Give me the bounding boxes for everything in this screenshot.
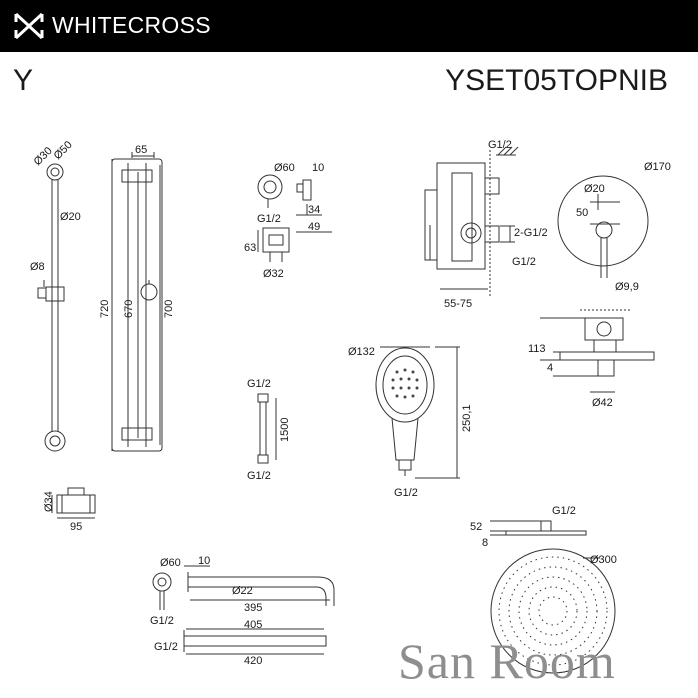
dim-hand-g12: G1/2 (394, 487, 418, 499)
wall-outlet (257, 174, 332, 262)
shower-arm (152, 565, 335, 610)
nozzle-pattern (391, 368, 419, 399)
overhead-top (490, 548, 616, 674)
dim-outlet-63: 63 (244, 242, 256, 254)
dim-rail-670: 670 (123, 300, 135, 318)
dim-outlet-d60: Ø60 (274, 162, 295, 174)
dim-arm-d22: Ø22 (232, 585, 253, 597)
dim-head-52: 52 (470, 521, 482, 533)
brand-name: WHITECROSS (52, 12, 211, 38)
holder (51, 487, 96, 519)
dim-rail-width: 65 (135, 144, 147, 156)
dim-plate-d99: Ø9,9 (615, 281, 639, 293)
watermark: San Room (398, 633, 616, 689)
flange-side (540, 309, 655, 393)
series-letter: Y (13, 64, 34, 97)
dim-holder-d34: Ø34 (43, 491, 55, 512)
dim-valve-2g12: 2-G1/2 (514, 227, 548, 239)
dim-outlet-34: 34 (308, 204, 320, 216)
dim-plate-d20: Ø20 (584, 183, 605, 195)
dim-arm-10: 10 (198, 555, 210, 567)
dim-valve-55-75: 55-75 (444, 298, 472, 310)
dim-head-8: 8 (482, 537, 488, 549)
dim-head-g12: G1/2 (552, 505, 576, 517)
cross-x-logo-icon (14, 12, 44, 40)
dim-plate-d170: Ø170 (644, 161, 671, 173)
dim-arm2-g12: G1/2 (154, 641, 178, 653)
model-code: YSET05TOPNIB (445, 64, 668, 97)
header-bar: WHITECROSS (0, 0, 698, 52)
dim-flange-4: 4 (547, 362, 553, 374)
dim-rail-720: 720 (99, 300, 111, 318)
dim-holder-95: 95 (70, 521, 82, 533)
slide-rail-side (37, 163, 66, 452)
dim-rail-700: 700 (163, 300, 175, 318)
slide-rail-front (111, 152, 163, 452)
hand-shower (375, 346, 460, 479)
concealed-valve (424, 146, 519, 296)
dim-flange-113: 113 (528, 343, 546, 355)
dim-plate-50: 50 (576, 207, 588, 219)
dim-hand-d132: Ø132 (348, 346, 375, 358)
dim-arm-395: 395 (244, 602, 262, 614)
dim-hand-250: 250,1 (461, 404, 473, 432)
dim-hose-g12-bottom: G1/2 (247, 470, 271, 482)
dim-valve-g12-bottom: G1/2 (512, 256, 536, 268)
dim-head-d300: Ø300 (590, 554, 617, 566)
dim-outlet-g12: G1/2 (257, 213, 281, 225)
shower-arm-straight (183, 628, 327, 655)
dim-rail-d20: Ø20 (60, 211, 81, 223)
dim-outlet-10: 10 (312, 162, 324, 174)
dim-arm-405: 405 (244, 619, 262, 631)
hose (257, 393, 277, 464)
cover-plate (557, 175, 649, 278)
dim-arm2-420: 420 (244, 655, 262, 667)
dim-rail-d50: Ø50 (52, 139, 75, 162)
dim-flange-d42: Ø42 (592, 397, 613, 409)
dim-outlet-49: 49 (308, 221, 320, 233)
dim-arm-d60: Ø60 (160, 557, 181, 569)
overhead-side (490, 520, 587, 536)
dim-hose-g12-top: G1/2 (247, 378, 271, 390)
dim-arm-g12: G1/2 (150, 615, 174, 627)
dim-outlet-d32: Ø32 (263, 268, 284, 280)
dim-rail-d8: Ø8 (30, 261, 45, 273)
dim-hose-1500: 1500 (279, 418, 291, 442)
dim-valve-g12-top: G1/2 (488, 139, 512, 151)
